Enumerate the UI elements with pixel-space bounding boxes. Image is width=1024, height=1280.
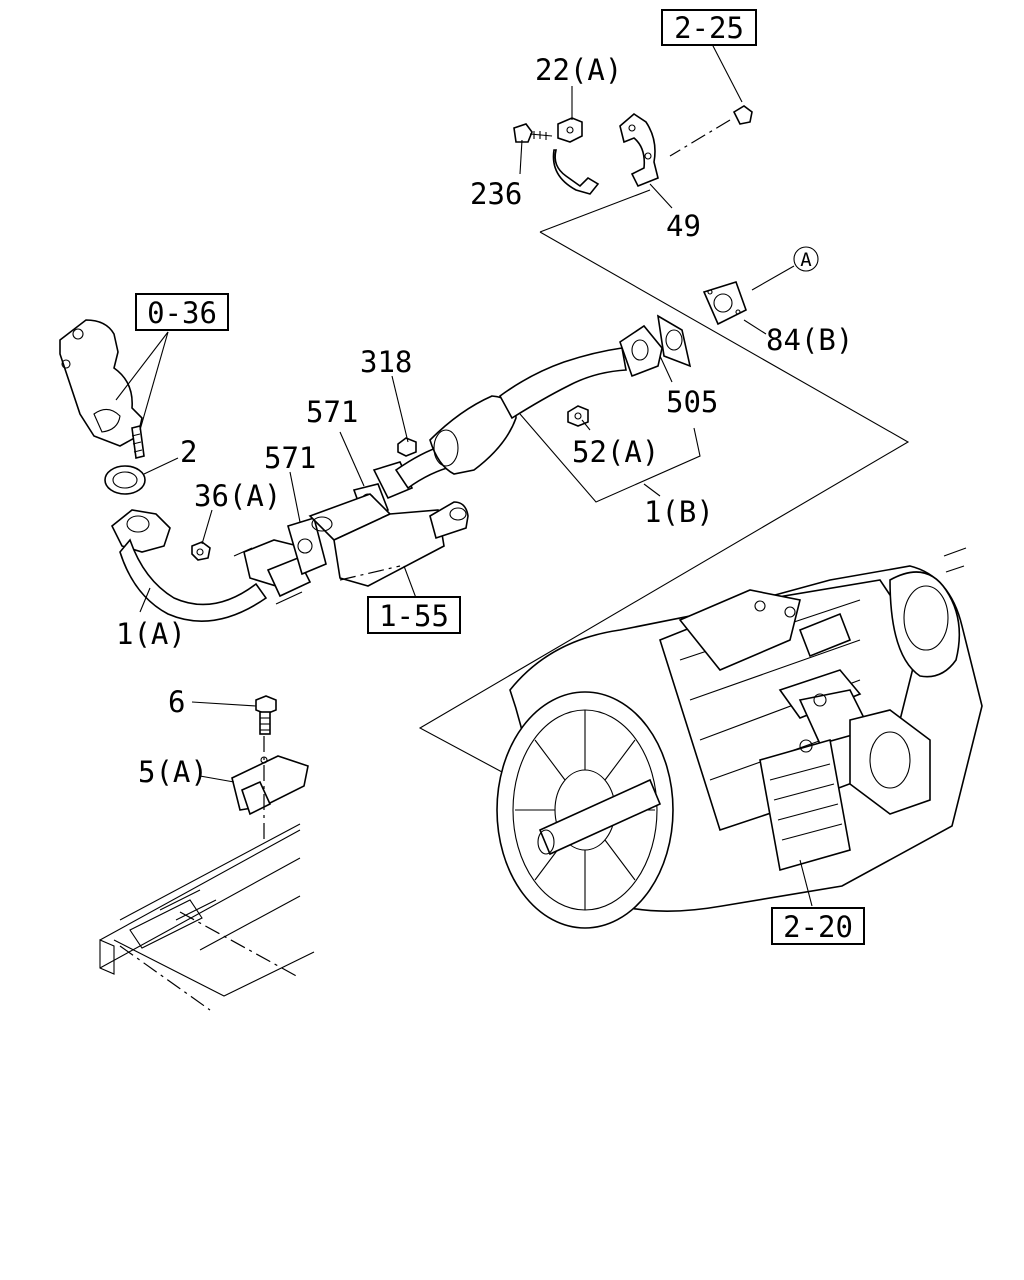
gasket-84b — [702, 281, 747, 326]
callout-49: 49 — [666, 209, 701, 243]
transmission-assembly — [496, 547, 983, 929]
callout-36a: 36(A) — [194, 479, 281, 513]
nut-36a — [191, 541, 211, 561]
ref-box-2-25[interactable]: 2-25 — [661, 9, 757, 46]
leader-lines — [115, 43, 813, 907]
callout-6: 6 — [168, 685, 185, 719]
bracket-5a — [231, 755, 309, 816]
frame-rail — [99, 823, 315, 1011]
ref-box-2-20-label: 2-20 — [783, 910, 853, 944]
callout-circle-a: A — [800, 249, 812, 271]
bolt-6 — [255, 695, 277, 735]
bolt-236 — [513, 123, 553, 143]
ref-box-1-55[interactable]: 1-55 — [367, 596, 461, 634]
callout-318: 318 — [360, 345, 412, 379]
callout-1a: 1(A) — [116, 617, 186, 651]
callout-22a: 22(A) — [535, 53, 622, 87]
ref-box-1-55-label: 1-55 — [379, 599, 449, 633]
nut-318 — [397, 437, 417, 457]
callout-236: 236 — [470, 177, 522, 211]
ref-box-0-36[interactable]: 0-36 — [135, 293, 229, 331]
callout-505: 505 — [666, 385, 718, 419]
exhaust-manifold — [59, 319, 145, 459]
callout-1b: 1(B) — [644, 495, 714, 529]
callout-52a: 52(A) — [572, 435, 659, 469]
clamp-half-49 — [619, 112, 659, 188]
ref-box-0-36-label: 0-36 — [147, 296, 217, 330]
gasket-571-lower — [287, 516, 327, 576]
callout-5a: 5(A) — [138, 755, 208, 789]
circle-a-marker: A — [793, 246, 819, 272]
bolt-2-25 — [669, 105, 753, 157]
gasket-505 — [656, 314, 692, 368]
callout-571-upper: 571 — [306, 395, 358, 429]
callout-571-lower: 571 — [264, 441, 316, 475]
ref-box-2-25-label: 2-25 — [674, 11, 744, 45]
callout-84b: 84(B) — [766, 323, 853, 357]
clamp-half-22a — [552, 117, 600, 195]
muffler-pipe-1b — [372, 324, 663, 500]
ref-box-2-20[interactable]: 2-20 — [771, 907, 865, 945]
ring-gasket-2 — [104, 465, 146, 495]
callout-2: 2 — [180, 435, 197, 469]
front-pipe-1a — [110, 509, 312, 622]
exhaust-brake-1-55 — [308, 493, 469, 587]
assembly-outline — [418, 189, 910, 773]
